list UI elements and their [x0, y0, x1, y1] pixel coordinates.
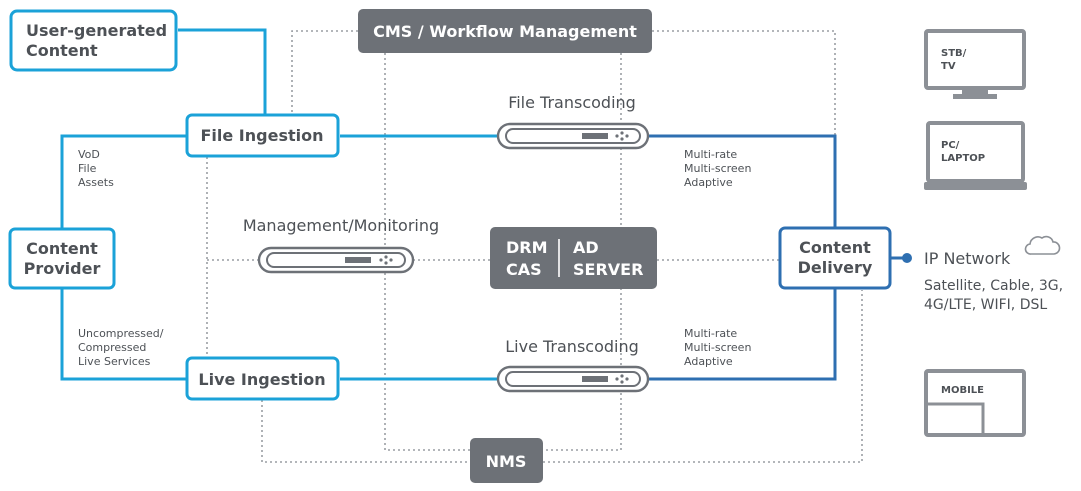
content-provider-line-1: Content [26, 239, 98, 258]
management-monitoring-title: Management/Monitoring [243, 216, 439, 235]
adaptive-top-line-2: Multi-screen [684, 162, 751, 175]
adaptive-bottom-line-2: Multi-screen [684, 341, 751, 354]
vod-line-3: Assets [78, 176, 114, 189]
stb-tv-device-icon: STB/ TV [924, 29, 1026, 99]
live-transcoding-appliance-icon [496, 365, 650, 393]
drm-ad-server-box[interactable]: DRM CAS AD SERVER [490, 227, 657, 289]
cyan-connectors [60, 28, 498, 381]
node-content-delivery[interactable]: Content Delivery [778, 226, 892, 290]
node-file-ingestion[interactable]: File Ingestion [185, 113, 340, 158]
live-services-line-2: Compressed [78, 341, 146, 354]
cms-workflow-label: CMS / Workflow Management [373, 22, 637, 41]
ad-line-1: AD [573, 238, 599, 257]
file-ingestion-label: File Ingestion [200, 126, 323, 145]
ad-line-2: SERVER [573, 260, 643, 279]
user-generated-line-2: Content [26, 41, 98, 60]
drm-line-1: DRM [506, 238, 548, 257]
pc-laptop-device-icon: PC/ LAPTOP [924, 121, 1027, 190]
live-services-label: Uncompressed/ Compressed Live Services [78, 327, 164, 368]
content-delivery-line-2: Delivery [798, 258, 873, 277]
management-monitoring-appliance-icon [257, 246, 415, 274]
stb-line-1: STB/ [941, 48, 967, 59]
vod-line-2: File [78, 162, 97, 175]
live-services-line-3: Live Services [78, 355, 151, 368]
node-live-ingestion[interactable]: Live Ingestion [185, 356, 340, 401]
live-ingestion-label: Live Ingestion [198, 370, 325, 389]
management-dotted-lines [206, 30, 863, 463]
file-transcoding-appliance-icon [496, 122, 650, 150]
live-transcoding-title: Live Transcoding [505, 337, 639, 356]
stb-line-2: TV [941, 61, 956, 72]
adaptive-top-line-1: Multi-rate [684, 148, 737, 161]
ip-network-label: IP Network [924, 249, 1011, 268]
mobile-device-icon: MOBILE [924, 369, 1026, 437]
mobile-label: MOBILE [941, 385, 984, 396]
content-provider-line-2: Provider [24, 259, 101, 278]
vod-assets-label: VoD File Assets [78, 148, 114, 189]
user-generated-line-1: User-generated [26, 21, 167, 40]
adaptive-bottom-line-3: Adaptive [684, 355, 733, 368]
adaptive-top-label: Multi-rate Multi-screen Adaptive [684, 148, 751, 189]
file-transcoding-title: File Transcoding [508, 93, 636, 112]
ip-network-dot [902, 253, 912, 263]
adaptive-top-line-3: Adaptive [684, 176, 733, 189]
nms-label: NMS [486, 452, 527, 471]
nms-box[interactable]: NMS [470, 438, 543, 483]
networks-line-1: Satellite, Cable, 3G, [924, 278, 1063, 294]
pc-line-1: PC/ [941, 140, 960, 151]
drm-line-2: CAS [506, 260, 542, 279]
adaptive-bottom-label: Multi-rate Multi-screen Adaptive [684, 327, 751, 368]
adaptive-bottom-line-1: Multi-rate [684, 327, 737, 340]
live-services-line-1: Uncompressed/ [78, 327, 164, 340]
cloud-icon [1024, 235, 1061, 255]
node-user-generated-content[interactable]: User-generated Content [9, 9, 178, 72]
networks-line-2: 4G/LTE, WIFI, DSL [924, 297, 1047, 313]
cms-workflow-box[interactable]: CMS / Workflow Management [358, 9, 652, 53]
pc-line-2: LAPTOP [941, 153, 985, 164]
vod-line-1: VoD [78, 148, 100, 161]
content-delivery-line-1: Content [799, 238, 871, 257]
node-content-provider[interactable]: Content Provider [8, 227, 116, 290]
